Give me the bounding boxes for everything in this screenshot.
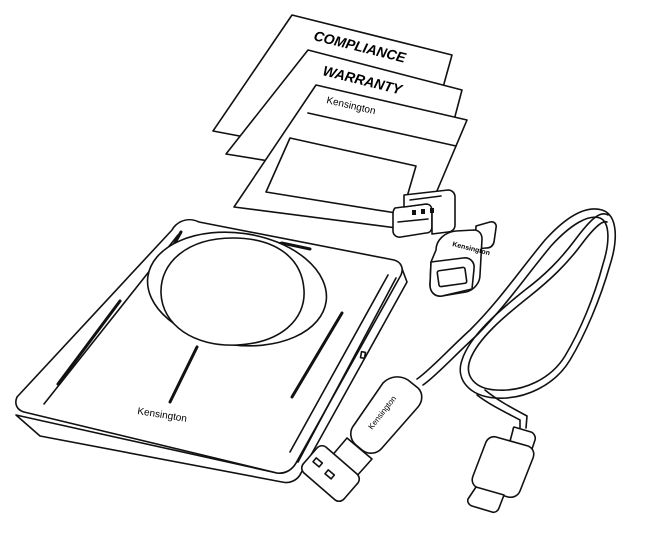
usb-c-adapter: Kensington — [429, 221, 497, 297]
button-slit-bottom — [168, 345, 199, 404]
usb-receiver — [392, 189, 456, 238]
usb-a-connector-body — [350, 376, 423, 454]
usb-c-metal-plug — [466, 486, 505, 514]
usb-c-connector-body — [471, 435, 535, 499]
usb-cable: Kensington — [300, 208, 617, 514]
trackball-device: Kensington — [15, 218, 408, 484]
button-slit-left — [56, 299, 122, 386]
button-slit-right — [290, 311, 344, 399]
usb-a-metal-plug — [300, 444, 361, 503]
trackball-ball — [160, 237, 305, 346]
